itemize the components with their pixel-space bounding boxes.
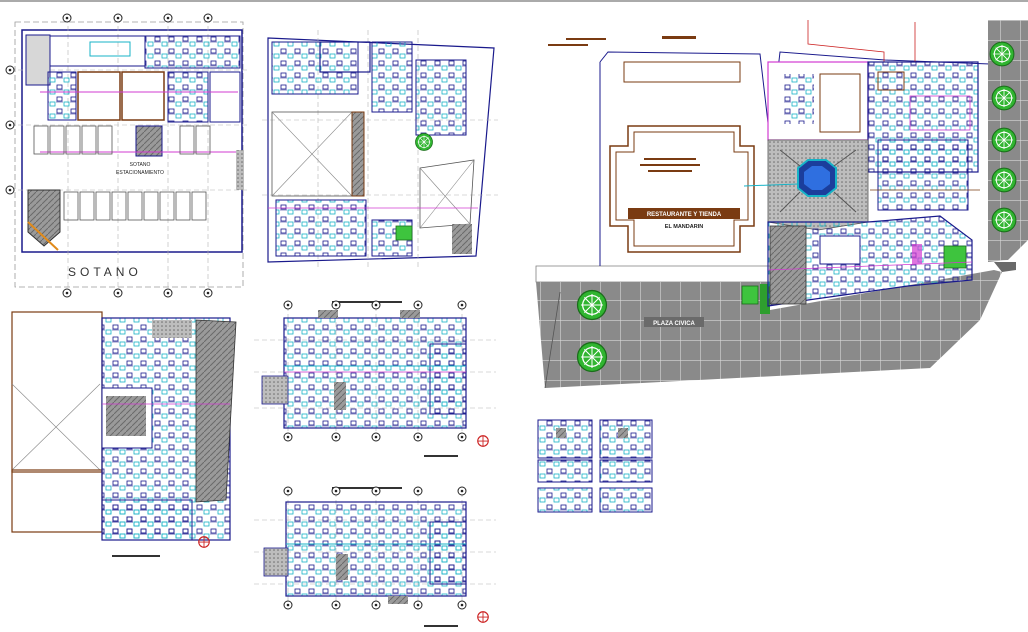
site-building-label-2: EL MANDARIN — [665, 224, 703, 230]
site-plan: RESTAURANTE Y TIENDA EL MANDARIN PLAZA C… — [415, 20, 1028, 389]
tree-icon — [415, 133, 433, 151]
plan-second-floor — [11, 311, 237, 557]
tree-icon — [991, 127, 1017, 153]
sotano-subtitle-2: ESTACIONAMIENTO — [116, 170, 164, 176]
detail-plans-group — [537, 419, 653, 513]
plan-sotano-basement: SOTANO ESTACIONAMIENTO SOTANO — [5, 13, 248, 298]
site-building-label-1: RESTAURANTE Y TIENDA — [647, 212, 722, 218]
tree-icon — [989, 41, 1015, 67]
plan-hotel-floor-a — [254, 300, 496, 457]
tree-icon — [576, 341, 608, 373]
sotano-title: SOTANO — [68, 265, 142, 279]
tree-icon — [576, 289, 608, 321]
plan-hotel-floor-b — [254, 486, 496, 627]
tree-icon — [991, 207, 1017, 233]
sotano-subtitle-1: SOTANO — [130, 162, 151, 168]
tree-icon — [991, 167, 1017, 193]
tree-icon — [991, 85, 1017, 111]
plan-first-floor — [262, 30, 498, 270]
plaza-label: PLAZA CIVICA — [653, 321, 695, 327]
